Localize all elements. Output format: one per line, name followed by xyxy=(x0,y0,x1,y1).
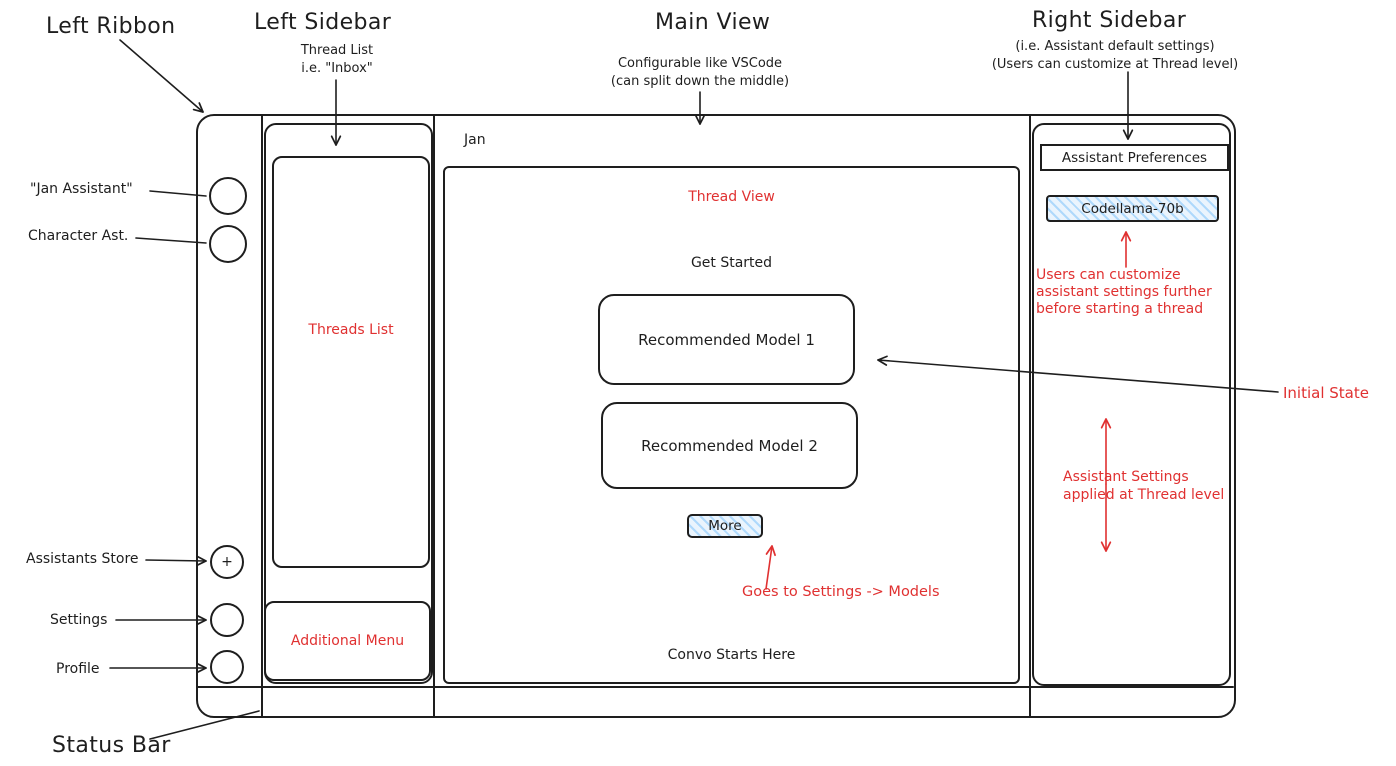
plus-icon: + xyxy=(221,554,233,570)
more-note: Goes to Settings -> Models xyxy=(742,584,940,600)
annotation-left-sidebar: Left Sidebar xyxy=(254,10,392,35)
assistant-preferences-header: Assistant Preferences xyxy=(1040,144,1229,171)
customize-note: Users can customize assistant settings f… xyxy=(1036,267,1212,317)
character-assistant-button[interactable] xyxy=(209,225,247,263)
jan-assistant-button[interactable] xyxy=(209,177,247,215)
arrow-left-ribbon xyxy=(119,39,204,113)
profile-button[interactable] xyxy=(210,650,244,684)
annotation-left-sidebar-note: Thread List i.e. "Inbox" xyxy=(300,43,374,76)
annotation-status-bar: Status Bar xyxy=(52,733,171,758)
settings-button[interactable] xyxy=(210,603,244,637)
annotation-profile: Profile xyxy=(56,661,100,677)
codellama-model-chip-label: Codellama-70b xyxy=(1081,200,1184,217)
annotation-initial-state: Initial State xyxy=(1283,384,1369,402)
threads-list-label: Threads List xyxy=(308,322,394,338)
recommended-model-1-card[interactable]: Recommended Model 1 xyxy=(598,294,855,385)
convo-starts-here-label: Convo Starts Here xyxy=(667,647,796,663)
annotation-settings: Settings xyxy=(50,612,108,628)
additional-menu-label: Additional Menu xyxy=(290,633,405,649)
recommended-model-2-card[interactable]: Recommended Model 2 xyxy=(601,402,858,489)
recommended-model-2-label: Recommended Model 2 xyxy=(641,436,818,455)
annotation-assistants-store: Assistants Store xyxy=(26,551,139,567)
more-button[interactable]: More xyxy=(687,514,763,538)
assistant-preferences-label: Assistant Preferences xyxy=(1061,149,1208,166)
annotation-main-view-note: Configurable like VSCode (can split down… xyxy=(610,56,790,89)
annotation-jan-assistant: "Jan Assistant" xyxy=(30,181,133,197)
annotation-right-sidebar: Right Sidebar xyxy=(1032,8,1187,33)
additional-menu-box[interactable]: Additional Menu xyxy=(264,601,431,681)
get-started-label: Get Started xyxy=(690,255,773,271)
annotation-right-sidebar-note: (i.e. Assistant default settings) (Users… xyxy=(991,39,1239,72)
annotation-character-ast: Character Ast. xyxy=(28,228,129,244)
more-button-label: More xyxy=(708,518,742,534)
threads-list-box[interactable] xyxy=(272,156,430,568)
codellama-model-chip[interactable]: Codellama-70b xyxy=(1046,195,1219,222)
annotation-left-ribbon: Left Ribbon xyxy=(46,14,176,39)
thread-view-label: Thread View xyxy=(688,189,775,205)
assistants-store-button[interactable]: + xyxy=(210,545,244,579)
annotation-main-view: Main View xyxy=(655,10,771,35)
window-title: Jan xyxy=(464,132,486,148)
recommended-model-1-label: Recommended Model 1 xyxy=(638,330,815,349)
thread-level-note: Assistant Settings applied at Thread lev… xyxy=(1063,469,1225,503)
